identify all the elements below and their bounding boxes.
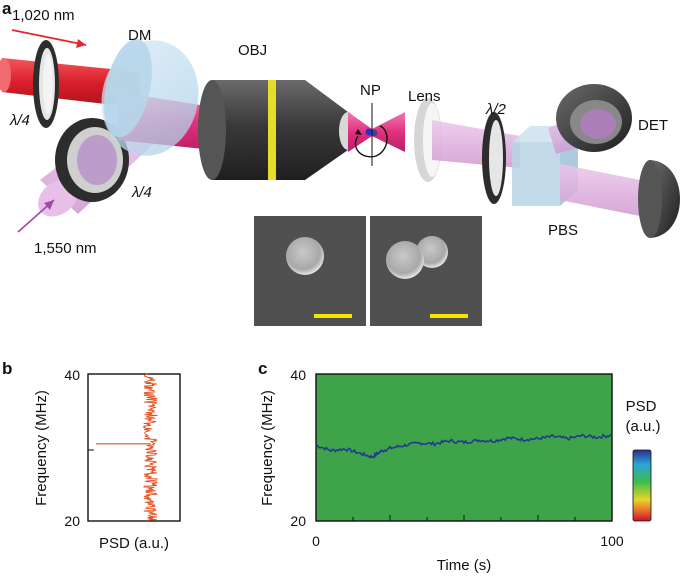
arrow-1550-icon: [17, 199, 55, 233]
sem-inset-dimer: [370, 216, 482, 326]
panel-c-label: c: [258, 359, 267, 378]
psd-ytick-bottom: 20: [64, 513, 80, 529]
tracking-line: [315, 433, 613, 459]
spectrogram-ticks: [315, 515, 613, 521]
psd-ylabel: Frequency (MHz): [33, 390, 50, 506]
label-np: NP: [360, 82, 381, 99]
label-hwp: λ/2: [485, 101, 507, 118]
spec-xtick-left: 0: [312, 533, 320, 549]
spec-ylabel: Frequency (MHz): [259, 390, 276, 506]
label-pbs: PBS: [548, 222, 578, 239]
colorbar-title-1: PSD: [626, 398, 657, 415]
label-qwp1: λ/4: [9, 112, 30, 129]
half-wave-plate: [482, 112, 506, 204]
label-det: DET: [638, 117, 668, 134]
transmitted-beam: [560, 164, 650, 218]
psd-chart: 40 20 Frequency (MHz) PSD (a.u.): [33, 367, 181, 552]
psd-plot-frame: [87, 373, 181, 522]
label-dm: DM: [128, 27, 151, 44]
label-obj: OBJ: [238, 42, 267, 59]
label-lens: Lens: [408, 88, 441, 105]
panel-a-label: a: [2, 0, 12, 18]
label-1020: 1,020 nm: [12, 7, 75, 24]
spec-ytick-top: 40: [290, 367, 306, 383]
panel-b-label: b: [2, 359, 12, 378]
quarter-wave-plate-2: [55, 118, 129, 202]
spec-ytick-bottom: 20: [290, 513, 306, 529]
quarter-wave-plate-1: [33, 40, 59, 128]
spec-xtick-right: 100: [600, 533, 624, 549]
psd-ytick-top: 40: [64, 367, 80, 383]
detector-upper: [556, 84, 632, 152]
colorbar-title-2: (a.u.): [625, 418, 660, 435]
collimated-beam: [432, 120, 520, 168]
spectrogram-frame: [315, 373, 613, 522]
colorbar-gradient: [632, 449, 652, 522]
objective: [198, 80, 357, 180]
rotation-arrow-icon: [354, 103, 388, 166]
psd-trace: [96, 373, 158, 522]
spec-xlabel: Time (s): [437, 557, 491, 574]
arrow-1020-icon: [11, 29, 87, 48]
psd-xlabel: PSD (a.u.): [99, 535, 169, 552]
psd-colorbar: PSD (a.u.): [625, 398, 661, 522]
spectrogram-chart: 40 20 0 100 Frequency (MHz) Time (s): [259, 367, 624, 574]
psd-noise-band: [142, 373, 158, 522]
dichroic-mirror: [101, 38, 199, 156]
detector-lower: [638, 160, 680, 238]
sem-inset-single: [254, 216, 366, 326]
label-qwp2: λ/4: [131, 184, 152, 201]
label-1550: 1,550 nm: [34, 240, 97, 257]
